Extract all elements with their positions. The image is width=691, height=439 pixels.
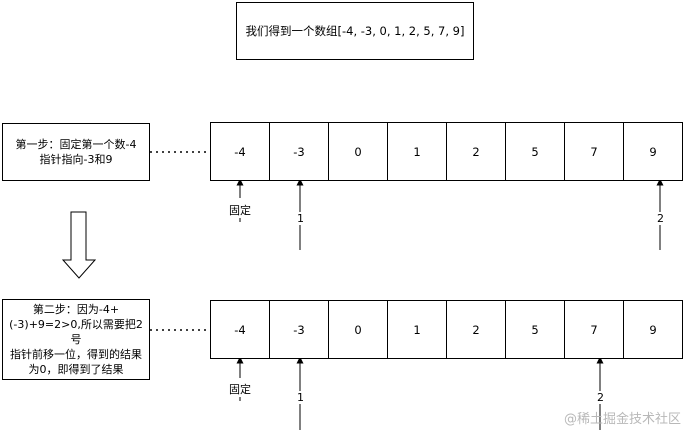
array-cell: 9 [623, 300, 683, 359]
array-cell: 0 [328, 300, 388, 359]
array-cell: 1 [387, 122, 447, 181]
array-row-step2: -4 -3 0 1 2 5 7 9 [210, 300, 683, 359]
array-cell: 0 [328, 122, 388, 181]
pointer2-label-step1: 2 [656, 212, 665, 225]
array-cell: 5 [505, 300, 565, 359]
step2-box: 第二步：因为-4+ (-3)+9=2>0,所以需要把2号 指针前移一位，得到的结… [2, 299, 150, 380]
pointer1-label-step1: 1 [296, 212, 305, 225]
array-cell: 2 [446, 300, 506, 359]
array-cell: 9 [623, 122, 683, 181]
array-row-step1: -4 -3 0 1 2 5 7 9 [210, 122, 683, 181]
array-cell: -3 [269, 300, 329, 359]
fixed-label-step1: 固定 [228, 202, 252, 218]
pointer1-label-step2: 1 [296, 391, 305, 404]
down-arrow-icon [61, 211, 97, 279]
step1-box: 第一步：固定第一个数-4 指针指向-3和9 [2, 123, 150, 181]
pointer2-label-step2: 2 [596, 391, 605, 404]
array-cell: -4 [210, 300, 270, 359]
array-cell: 5 [505, 122, 565, 181]
array-cell: 7 [564, 122, 624, 181]
array-cell: -3 [269, 122, 329, 181]
watermark: @稀土掘金技术社区 [563, 412, 681, 427]
fixed-label-step2: 固定 [228, 381, 252, 397]
array-title-box: 我们得到一个数组[-4, -3, 0, 1, 2, 5, 7, 9] [236, 2, 474, 60]
array-cell: -4 [210, 122, 270, 181]
array-cell: 2 [446, 122, 506, 181]
array-cell: 7 [564, 300, 624, 359]
array-cell: 1 [387, 300, 447, 359]
